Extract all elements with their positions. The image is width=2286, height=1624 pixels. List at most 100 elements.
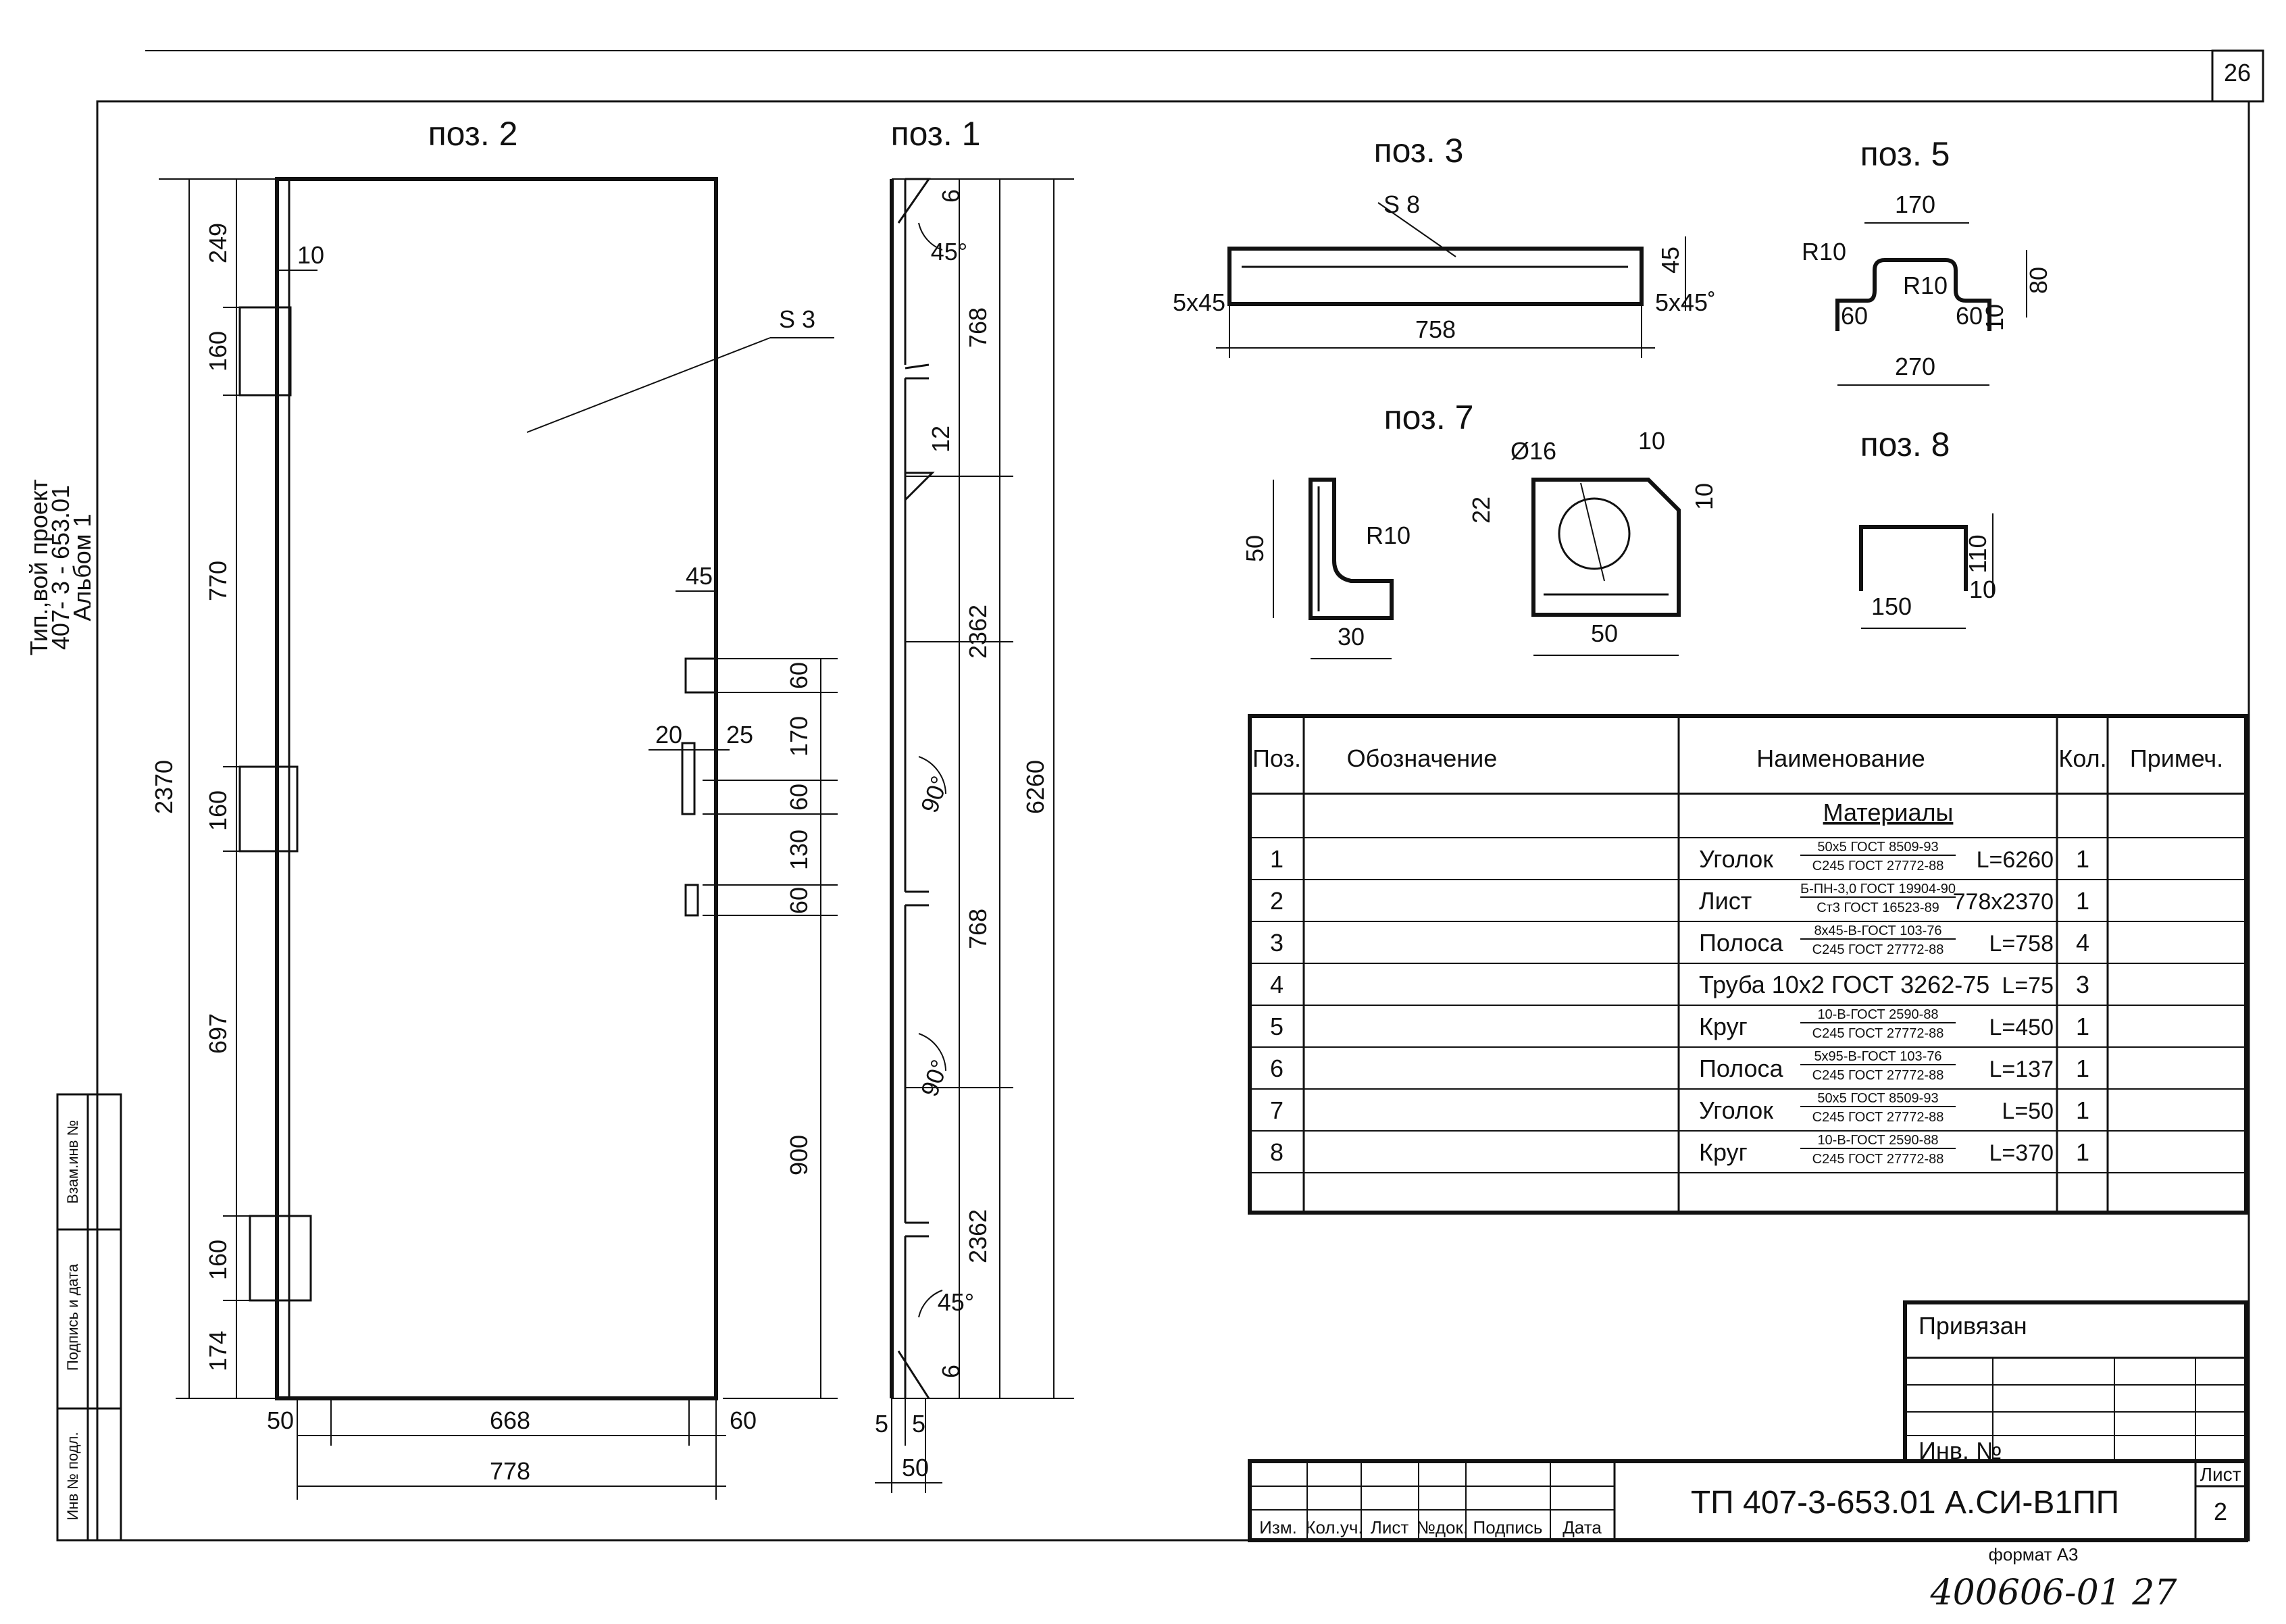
poz1-title: поз. 1 <box>891 115 981 153</box>
format-label: формат А3 <box>1988 1544 2078 1565</box>
poz5-title: поз. 5 <box>1860 135 1950 173</box>
spec-row-gost-top: 8x45-B-ГОСТ 103-76 <box>1814 923 1941 938</box>
poz2-d60d: 60 <box>730 1406 757 1434</box>
spec-row-len: L=450 <box>1989 1015 2054 1040</box>
poz2-d697: 697 <box>204 1013 232 1054</box>
poz2-d45: 45 <box>686 562 713 590</box>
spec-row-pos: 7 <box>1270 1096 1284 1124</box>
spec-row-gost-top: 10-B-ГОСТ 2590-88 <box>1817 1007 1938 1022</box>
poz3-d758: 758 <box>1415 315 1456 343</box>
poz2-d174: 174 <box>204 1331 232 1371</box>
poz2-d160b: 160 <box>204 790 232 831</box>
poz5-d60a: 60 <box>1841 302 1868 330</box>
poz1-a45b: 45° <box>938 1288 974 1316</box>
tb-list-label: Лист <box>2200 1464 2241 1485</box>
spec-row-gost-top: 10-B-ГОСТ 2590-88 <box>1817 1133 1938 1148</box>
poz2-d770: 770 <box>204 561 232 601</box>
poz2-d2370: 2370 <box>150 760 178 814</box>
poz1-d2362a: 2362 <box>964 605 992 659</box>
spec-row-gost-bot: Ст3 ГОСТ 16523-89 <box>1817 900 1939 915</box>
poz2-d160a: 160 <box>204 331 232 372</box>
poz1-d5a: 5 <box>875 1410 888 1438</box>
poz5-d60b: 60 <box>1956 302 1983 330</box>
spec-row-gost-top: 50x5 ГОСТ 8509-93 <box>1817 1091 1938 1106</box>
poz3-d45: 45 <box>1656 247 1684 274</box>
poz2-d668: 668 <box>490 1406 530 1434</box>
poz2-d25: 25 <box>726 721 753 748</box>
poz3-s8: S 8 <box>1383 191 1420 218</box>
poz7-d50b: 50 <box>1591 619 1618 647</box>
side-caption-line3: Альбом 1 <box>68 513 96 621</box>
spec-row-pos: 4 <box>1270 971 1284 998</box>
spec-row-name: Круг <box>1699 1138 1748 1166</box>
poz1-d2362b: 2362 <box>964 1209 992 1263</box>
spec-row-gost-bot: C245 ГОСТ 27772-88 <box>1812 942 1944 957</box>
spec-row-qty: 1 <box>2076 887 2089 915</box>
poz2-d60b: 60 <box>785 784 813 811</box>
poz2-d60a: 60 <box>785 662 813 689</box>
spec-row-name: Уголок <box>1699 845 1773 873</box>
spec-row-len: 778x2370 <box>1953 889 2054 915</box>
spec-row-qty: 4 <box>2076 929 2089 957</box>
poz1-d768a: 768 <box>964 307 992 348</box>
spec-row-name: Полоса <box>1699 1055 1784 1082</box>
poz2-d170: 170 <box>785 716 813 757</box>
spec-row-gost-bot: C245 ГОСТ 27772-88 <box>1812 1110 1944 1125</box>
spec-row-qty: 1 <box>2076 1096 2089 1124</box>
poz7-d10a: 10 <box>1638 427 1665 455</box>
spec-row-gost-bot: C245 ГОСТ 27772-88 <box>1812 1068 1944 1083</box>
spec-row-pos: 5 <box>1270 1013 1284 1040</box>
tb-list-value: 2 <box>2214 1498 2227 1525</box>
spec-row-gost-top: 50x5 ГОСТ 8509-93 <box>1817 840 1938 855</box>
poz7-title: поз. 7 <box>1384 399 1474 436</box>
poz1-a90a: 90° <box>915 772 954 816</box>
title-block: Привязан Инв. № Изм. Кол.уч. Лист №док. … <box>1248 1300 2248 1542</box>
spec-row-qty: 1 <box>2076 1013 2089 1040</box>
poz5-d270: 270 <box>1895 353 1935 380</box>
spec-row-gost-top: Б-ПН-3,0 ГОСТ 19904-90 <box>1800 882 1956 896</box>
spec-header-prim: Примеч. <box>2130 744 2223 772</box>
view-poz7: поз. 7 50 R10 30 Ø16 10 22 10 50 <box>1241 399 1718 659</box>
spec-row-name: Полоса <box>1699 929 1784 957</box>
poz1-d50: 50 <box>902 1454 929 1481</box>
poz7-d30: 30 <box>1338 623 1365 651</box>
poz2-d130: 130 <box>785 830 813 870</box>
stamp-podpis: Подпись и дата <box>64 1263 81 1371</box>
poz3-title: поз. 3 <box>1374 132 1464 170</box>
spec-row-gost-bot: C245 ГОСТ 27772-88 <box>1812 1026 1944 1041</box>
poz8-d10: 10 <box>1969 576 1996 603</box>
stamp-vzam: Взам.инв № <box>64 1120 81 1204</box>
poz2-d160c: 160 <box>204 1240 232 1280</box>
poz2-d900: 900 <box>785 1135 813 1175</box>
poz2-d60c: 60 <box>785 887 813 914</box>
poz2-title: поз. 2 <box>428 115 518 153</box>
tb-privyazan: Привязан <box>1919 1312 2027 1340</box>
spec-row-len: L=370 <box>1989 1140 2054 1166</box>
spec-row-name: Лист <box>1699 887 1752 915</box>
spec-row-pos: 2 <box>1270 887 1284 915</box>
poz1-a90b: 90° <box>915 1056 954 1100</box>
poz2-d249: 249 <box>204 223 232 263</box>
poz1-d6b: 6 <box>937 1365 965 1378</box>
view-poz2: поз. 2 S 3 2370 249 160 770 <box>150 115 838 1500</box>
poz2-d10: 10 <box>297 241 324 269</box>
poz7-dia16: Ø16 <box>1510 437 1556 465</box>
poz5-r10a: R10 <box>1802 238 1846 265</box>
poz1-d6a: 6 <box>937 189 965 203</box>
tb-col-list: Лист <box>1371 1517 1409 1538</box>
poz7-d50a: 50 <box>1241 535 1269 562</box>
spec-row-pos: 6 <box>1270 1055 1284 1082</box>
tb-col-data: Дата <box>1563 1517 1602 1538</box>
side-caption: Тип.,вой проект 407- 3 - 653.01 Альбом 1 <box>25 479 96 655</box>
spec-header-kol: Кол. <box>2058 744 2106 772</box>
poz2-s3: S 3 <box>779 305 815 333</box>
left-stamp: Взам.инв № Подпись и дата Инв № подл. <box>56 1093 122 1542</box>
spec-row-name: Уголок <box>1699 1096 1773 1124</box>
spec-row-name: Труба 10x2 ГОСТ 3262-75 <box>1699 971 1989 998</box>
spec-row-gost-bot: C245 ГОСТ 27772-88 <box>1812 1152 1944 1167</box>
poz3-c5x45a: 5x45 <box>1173 288 1225 316</box>
spec-row-len: L=75 <box>2002 973 2054 998</box>
poz5-r10b: R10 <box>1903 272 1948 299</box>
poz2-d778: 778 <box>490 1457 530 1485</box>
